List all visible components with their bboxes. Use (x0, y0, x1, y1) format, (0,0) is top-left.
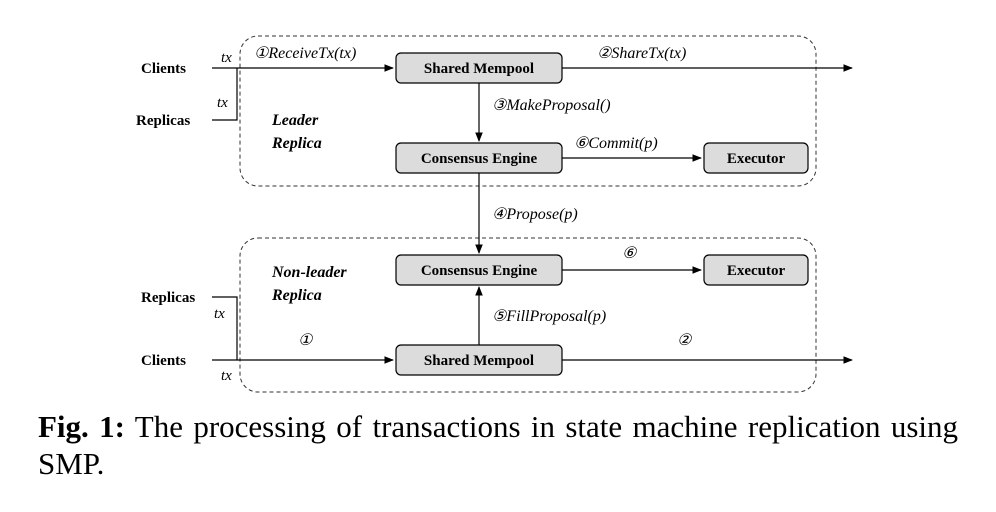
leader-shared-mempool-label: Shared Mempool (424, 61, 534, 77)
leader-replicas-input-edge (212, 68, 238, 121)
nonleader-receive-tx-edge-label: ① (298, 332, 314, 349)
nonleader-replicas-tx-label: tx (214, 306, 225, 322)
fill-proposal-edge-label: ⑤FillProposal(p) (492, 308, 606, 325)
nonleader-shared-mempool-label: Shared Mempool (424, 353, 534, 369)
nonleader-commit-edge-label: ⑥ (622, 245, 638, 262)
leader-group-label-line2: Replica (271, 135, 322, 152)
nonleader-consensus-engine-label: Consensus Engine (421, 263, 538, 279)
propose-edge-label: ④Propose(p) (492, 206, 578, 223)
leader-clients-label: Clients (141, 61, 186, 77)
nonleader-group-label-line2: Replica (271, 287, 322, 304)
nonleader-executor-label: Executor (727, 263, 786, 279)
nonleader-replicas-label: Replicas (141, 290, 195, 306)
nonleader-executor-box (703, 254, 809, 286)
commit-edge-label: ⑥Commit(p) (574, 135, 658, 152)
nonleader-group-label-line1: Non-leader (271, 264, 347, 281)
leader-replicas-tx-label: tx (217, 95, 228, 111)
leader-replicas-label: Replicas (136, 113, 190, 129)
receive-tx-edge-label: ①ReceiveTx(tx) (254, 45, 356, 62)
nonleader-clients-label: Clients (141, 353, 186, 369)
nonleader-replica-group (239, 237, 817, 393)
figure-caption-text: The processing of transactions in state … (38, 409, 958, 481)
leader-clients-tx-label: tx (221, 50, 232, 66)
figure-label: Fig. 1: (38, 409, 125, 444)
smp-diagram: Leader Replica Non-leader Replica Client… (136, 35, 853, 393)
nonleader-share-tx-edge-label: ② (677, 332, 693, 349)
leader-replica-group (239, 35, 817, 187)
nonleader-clients-tx-label: tx (221, 368, 232, 384)
nonleader-replicas-input-edge (212, 296, 238, 360)
figure-caption: Fig. 1: The processing of transactions i… (38, 408, 958, 482)
leader-executor-label: Executor (727, 151, 786, 167)
share-tx-edge-label: ②ShareTx(tx) (597, 45, 686, 62)
leader-executor-box (703, 142, 809, 174)
leader-group-label-line1: Leader (271, 112, 319, 129)
make-proposal-edge-label: ③MakeProposal() (492, 97, 611, 114)
leader-consensus-engine-label: Consensus Engine (421, 151, 538, 167)
